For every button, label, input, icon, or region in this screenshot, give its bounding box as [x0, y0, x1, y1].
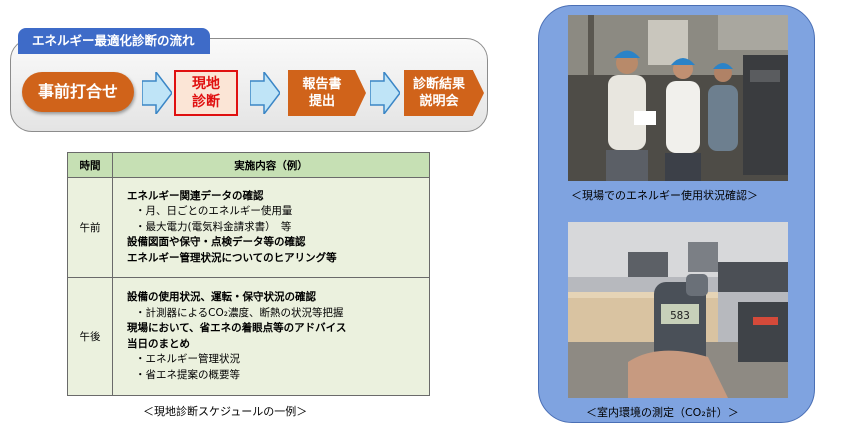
step-onsite-line1: 現地 [192, 76, 220, 92]
step-briefing: 診断結果 説明会 [404, 70, 484, 116]
table-header-row: 時間 実施内容（例） [67, 152, 430, 178]
step-onsite-diagnosis: 現地 診断 [174, 70, 238, 116]
photo-onsite-inspection [568, 15, 788, 181]
content-afternoon: 設備の使用状況、運転・保守状況の確認 ・計測器によるCO₂濃度、断熱の状況等把握… [112, 277, 430, 396]
step-pre-meeting-label: 事前打合せ [37, 82, 118, 101]
list-item: エネルギー関連データの確認 [127, 189, 264, 202]
step-report: 報告書 提出 [288, 70, 366, 116]
step-report-line1: 報告書 [302, 77, 342, 92]
step-pre-meeting: 事前打合せ [22, 72, 134, 112]
time-afternoon: 午後 [67, 277, 113, 396]
step-briefing-line2: 説明会 [419, 94, 459, 109]
content-morning: エネルギー関連データの確認 ・月、日ごとのエネルギー使用量 ・最大電力(電気料金… [112, 177, 430, 278]
table-row-afternoon: 午後 設備の使用状況、運転・保守状況の確認 ・計測器によるCO₂濃度、断熱の状況… [67, 277, 430, 396]
list-item: ・エネルギー管理状況 [135, 353, 240, 365]
flow-arrow-icon [142, 72, 172, 114]
list-item: エネルギー管理状況についてのヒアリング等 [127, 251, 337, 264]
schedule-caption: ＜現地診断スケジュールの一例＞ [143, 405, 308, 418]
list-item: 設備の使用状況、運転・保守状況の確認 [127, 291, 316, 303]
photo-top-caption: ＜現場でのエネルギー使用状況確認＞ [571, 189, 758, 202]
list-item: 現場において、省エネの着眼点等のアドバイス [127, 322, 347, 334]
list-item: ・月、日ごとのエネルギー使用量 [135, 205, 293, 218]
step-report-line2: 提出 [308, 94, 335, 109]
flow-title: エネルギー最適化診断の流れ [18, 28, 210, 54]
flow-arrow-icon [250, 72, 280, 114]
meter-display: 583 [670, 309, 690, 322]
header-time: 時間 [67, 152, 113, 178]
list-item: 当日のまとめ [127, 337, 190, 350]
flow-arrow-icon [370, 72, 400, 114]
photo-co2-measurement: 583 [568, 222, 788, 398]
step-briefing-line1: 診断結果 [412, 77, 465, 92]
list-item: 設備図面や保守・点検データ等の確認 [127, 236, 306, 249]
list-item: ・計測器によるCO₂濃度、断熱の状況等把握 [135, 306, 344, 319]
schedule-table: 時間 実施内容（例） 午前 エネルギー関連データの確認 ・月、日ごとのエネルギー… [67, 152, 430, 396]
list-item: ・省エネ提案の概要等 [135, 368, 240, 381]
time-morning: 午前 [67, 177, 113, 278]
header-content: 実施内容（例） [112, 152, 430, 178]
photo-bottom-caption: ＜室内環境の測定（CO₂計）＞ [586, 406, 739, 419]
list-item: ・最大電力(電気料金請求書） 等 [135, 220, 292, 233]
table-row-morning: 午前 エネルギー関連データの確認 ・月、日ごとのエネルギー使用量 ・最大電力(電… [67, 177, 430, 278]
step-onsite-line2: 診断 [192, 94, 220, 110]
